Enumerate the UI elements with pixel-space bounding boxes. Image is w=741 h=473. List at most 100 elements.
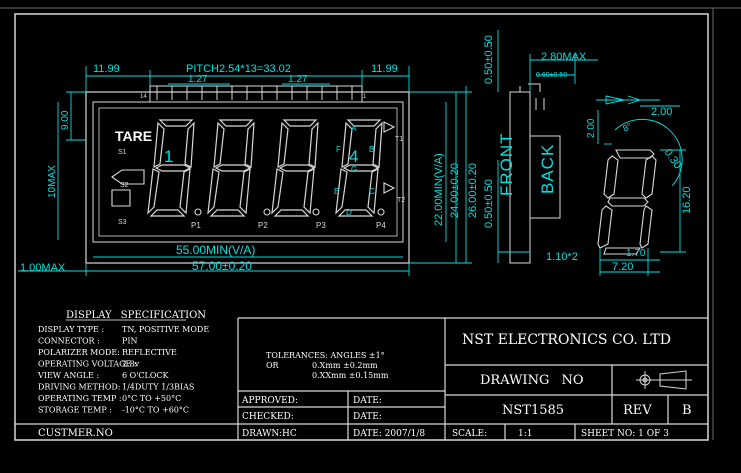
- sheet-no: SHEET NO: 1 OF 3: [581, 429, 669, 439]
- dim-pin-pos: 1.10*2: [546, 251, 578, 263]
- spec-row-label: DRIVING METHOD:: [38, 383, 120, 392]
- dim-thickness: 2.80MAX: [541, 51, 587, 63]
- drawn-label: DRAWN:HC: [242, 429, 297, 439]
- t2-triangle-icon: [383, 182, 396, 194]
- p4-label: P4: [376, 221, 386, 230]
- dim-angle: 8°: [621, 121, 634, 134]
- p3-label: P3: [316, 221, 326, 230]
- table-lines: [15, 317, 708, 440]
- dim-side-bottom: 0.50±0.50: [483, 179, 495, 228]
- dim-outline-width: 57.00±0.20: [192, 259, 252, 273]
- dp-p2: [263, 208, 271, 216]
- dim-pin-pitch-right: 1.27: [288, 74, 308, 85]
- dim-inner-height: 24.00±0.20: [449, 163, 461, 218]
- spec-row-label: OPERATING VOLTAGE :: [38, 360, 137, 369]
- digit-segment: [207, 168, 220, 215]
- tolerances-2: 0.XXmm ±0.15mm: [312, 371, 389, 380]
- tolerances-1: 0.Xmm ±0.2mm: [312, 361, 378, 370]
- digit-segment: [239, 167, 251, 215]
- digit-detail: [597, 149, 657, 255]
- dim-seg-width: 1.70: [626, 248, 646, 259]
- tare-label: TARE: [115, 128, 152, 144]
- spec-rows: DISPLAY TYPE :TN, POSITIVE MODECONNECTOR…: [37, 325, 209, 415]
- dim-seg-pitch: 2.00: [651, 106, 672, 118]
- digit-segment: [179, 167, 191, 215]
- digit-segment: [214, 164, 252, 172]
- digit-segment: [153, 121, 165, 169]
- p2-label: P2: [258, 221, 268, 230]
- s3-label: S3: [118, 219, 127, 226]
- rev-label: REV: [623, 403, 652, 418]
- dp-p4: [377, 208, 385, 216]
- customer-no: CUSTMER.NO: [38, 428, 113, 439]
- pin-14-label: 14: [140, 94, 147, 100]
- spec-row-value: 6 O'CLOCK: [122, 371, 170, 380]
- dim-side-top: 0.50±0.50: [483, 35, 495, 84]
- seg-a-label: A: [351, 124, 357, 133]
- scale-value: 1:1: [518, 429, 532, 439]
- dim-pin-detail: 0.60±0.50: [536, 72, 567, 79]
- company-name: NST ELECTRONICS CO. LTD: [462, 332, 671, 348]
- digit-segment: [158, 119, 194, 127]
- spec-row-label: VIEW ANGLE :: [37, 371, 99, 380]
- s2-arrow-icon: [111, 169, 145, 185]
- drawing-no-value: NST1585: [502, 403, 564, 418]
- digit-segment: [209, 209, 246, 217]
- digit-segment: [337, 209, 374, 217]
- back-label: BACK: [538, 144, 557, 194]
- digit-segment: [154, 164, 192, 172]
- front-dimension-lines: [18, 66, 472, 276]
- dim-seg-top: 2.00: [586, 118, 597, 138]
- dim-digit-width: 7.20: [612, 261, 633, 273]
- scale-label: SCALE:: [452, 429, 487, 439]
- digit-segment: [303, 167, 315, 215]
- spec-row-value: 2.8v: [122, 360, 140, 369]
- p1-label: P1: [191, 221, 201, 230]
- seven-segment-digits: [147, 119, 383, 217]
- seg-g-label: G: [351, 165, 357, 174]
- digit-index-1: 1: [164, 147, 173, 166]
- digit-segment: [184, 121, 195, 168]
- dim-left-offset: 11.99: [93, 63, 120, 75]
- lcd-active-area: [98, 107, 398, 237]
- spec-row-value: 0°C TO +50°C: [122, 394, 181, 403]
- spec-row-label: DISPLAY TYPE :: [38, 325, 104, 334]
- spec-row-label: OPERATING TEMP :: [38, 394, 122, 403]
- dim-view-width: 55.00MIN(V/A): [176, 243, 255, 257]
- digit-segment: [213, 121, 225, 169]
- dim-height-9: 9.00: [60, 110, 71, 130]
- spec-row-label: CONNECTOR :: [38, 337, 100, 346]
- digit-detail-dimensions: [596, 95, 686, 276]
- digit-segment: [367, 167, 379, 215]
- projection-symbol-icon: [636, 370, 692, 390]
- spec-row-value: REFLECTIVE: [122, 348, 177, 357]
- window-top-strip: [0, 0, 741, 8]
- lcd-viewing-area: [92, 101, 404, 243]
- side-dimension-lines: [497, 30, 598, 263]
- drawing-frame: [14, 13, 709, 441]
- digit-segment: [335, 168, 348, 215]
- seg-b-label: B: [369, 145, 374, 154]
- drawing-no-label: DRAWING NO: [480, 373, 584, 388]
- digit-segment: [346, 119, 382, 127]
- spec-row-label: POLARIZER MODE:: [38, 348, 120, 357]
- pin-1-label: 1: [363, 94, 367, 100]
- s1-label: S1: [118, 149, 127, 156]
- seg-c-label: C: [369, 187, 375, 196]
- side-view: [509, 83, 561, 264]
- dim-outer-height: 26.00±0.20: [467, 163, 479, 218]
- digit-segment: [218, 119, 254, 127]
- digit-segment: [149, 209, 186, 217]
- seg-d-label: D: [346, 208, 352, 217]
- dim-right-offset: 11.99: [371, 63, 398, 75]
- date-drawn: DATE: 2007/1/8: [353, 429, 425, 439]
- spec-row-value: -10°C TO +60°C: [122, 406, 189, 415]
- digit-segment: [277, 121, 289, 169]
- spec-title: DISPLAY SPECIFICATION: [66, 310, 206, 321]
- t2-label: T2: [397, 197, 405, 204]
- digit-segment: [308, 121, 319, 168]
- dim-left-1max: 1.00MAX: [20, 262, 66, 274]
- digit-segment: [341, 121, 353, 169]
- t1-triangle-icon: [383, 121, 396, 133]
